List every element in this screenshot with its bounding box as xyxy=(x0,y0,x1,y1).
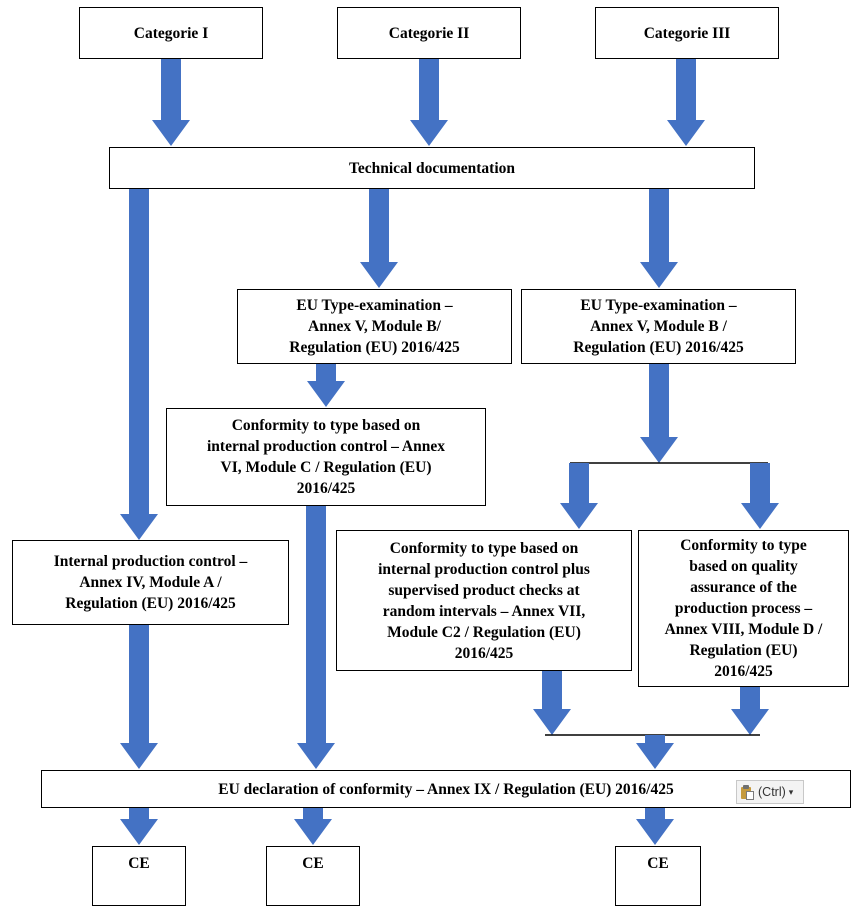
ce-mark-1-box: CE xyxy=(92,846,186,906)
box-text-line: Regulation (EU) 2016/425 xyxy=(289,339,460,356)
box-text-line: Conformity to type xyxy=(680,537,807,554)
arrow-split-to-d xyxy=(741,463,779,529)
arrow-declaration-to-ce1 xyxy=(120,808,158,845)
arrow-merge-to-declaration xyxy=(636,735,674,769)
category-2-box: Categorie II xyxy=(337,7,521,59)
box-text-line: Regulation (EU) xyxy=(689,642,798,659)
ce-mark-1-label: CE xyxy=(128,855,150,872)
eu-type-examination-cat3-text: EU Type-examination – Annex V, Module B /… xyxy=(573,295,744,358)
box-text-line: Annex V, Module B / xyxy=(590,318,727,335)
conformity-module-c2-box: Conformity to type based on internal prod… xyxy=(336,530,632,671)
eu-type-examination-cat2-text: EU Type-examination – Annex V, Module B/R… xyxy=(289,295,460,358)
box-text-line: Conformity to type based on xyxy=(389,539,579,557)
eu-type-examination-cat3-box: EU Type-examination – Annex V, Module B /… xyxy=(521,289,796,364)
arrow-c2-down xyxy=(533,671,571,735)
box-text-line: Regulation (EU) 2016/425 xyxy=(573,339,744,356)
box-text-line: VI, Module C / Regulation (EU) xyxy=(220,459,432,476)
arrow-module-c-to-declaration xyxy=(297,506,335,769)
category-1-label: Categorie I xyxy=(133,24,209,42)
box-text-line: production process – xyxy=(674,600,813,617)
arrow-type-exam-to-module-c xyxy=(307,364,345,407)
box-text-line: internal production control – Annex xyxy=(207,438,445,455)
eu-declaration-label: EU declaration of conformity – Annex IX … xyxy=(218,780,674,798)
arrow-split-to-c2 xyxy=(560,463,598,529)
ce-mark-2-box: CE xyxy=(266,846,360,906)
arrow-d-down xyxy=(731,687,769,735)
chevron-down-icon: ▾ xyxy=(788,786,794,797)
ce-mark-2-label: CE xyxy=(302,855,324,872)
arrow-cat3-to-techdoc xyxy=(667,59,705,146)
eu-declaration-box: EU declaration of conformity – Annex IX … xyxy=(41,770,851,808)
box-text-line: random intervals – Annex VII, xyxy=(382,602,586,620)
ce-mark-3-label: CE xyxy=(647,855,669,872)
box-text-line: internal production control plus xyxy=(378,560,590,578)
box-text-line: based on quality xyxy=(689,558,798,575)
box-text-line: EU Type-examination – xyxy=(580,297,737,314)
arrow-declaration-to-ce3 xyxy=(636,808,674,845)
box-text-line: assurance of the xyxy=(690,579,797,596)
internal-production-control-text: Internal production control – Annex IV, M… xyxy=(54,551,248,614)
category-3-label: Categorie III xyxy=(643,24,731,42)
box-text-line: 2016/425 xyxy=(454,644,514,662)
ce-mark-3-box: CE xyxy=(615,846,701,906)
arrow-techdoc-to-type-exam-2 xyxy=(360,189,398,288)
arrow-cat2-to-techdoc xyxy=(410,59,448,146)
box-text-line: Conformity to type based on xyxy=(231,417,421,434)
conformity-module-c2-text: Conformity to type based on internal prod… xyxy=(378,538,590,664)
conformity-module-d-text: Conformity to type based on quality assura… xyxy=(665,535,823,682)
technical-documentation-box: Technical documentation xyxy=(109,147,755,189)
arrow-module-a-to-declaration xyxy=(120,625,158,769)
conformity-module-c-text: Conformity to type based on internal prod… xyxy=(207,415,445,499)
category-2-label: Categorie II xyxy=(388,24,470,42)
box-text-line: Internal production control – xyxy=(53,553,248,570)
box-text-line: Annex IV, Module A / xyxy=(79,574,222,591)
arrow-cat1-to-techdoc xyxy=(152,59,190,146)
internal-production-control-box: Internal production control – Annex IV, M… xyxy=(12,540,289,625)
category-1-box: Categorie I xyxy=(79,7,263,59)
box-text-line: 2016/425 xyxy=(296,480,356,497)
conformity-module-c-box: Conformity to type based on internal prod… xyxy=(166,408,486,506)
arrow-techdoc-to-type-exam-3 xyxy=(640,189,678,288)
technical-documentation-label: Technical documentation xyxy=(348,159,516,177)
box-text-line: Regulation (EU) 2016/425 xyxy=(65,595,236,612)
eu-type-examination-cat2-box: EU Type-examination – Annex V, Module B/R… xyxy=(237,289,512,364)
clipboard-icon xyxy=(741,784,755,800)
box-text-line: supervised product checks at xyxy=(388,581,580,599)
box-text-line: Annex VIII, Module D / xyxy=(664,621,823,638)
paste-options-button[interactable]: (Ctrl) ▾ xyxy=(736,780,804,804)
paste-options-label: (Ctrl) xyxy=(758,785,786,799)
arrow-declaration-to-ce2 xyxy=(294,808,332,845)
category-3-box: Categorie III xyxy=(595,7,779,59)
box-text-line: 2016/425 xyxy=(714,663,773,680)
conformity-module-d-box: Conformity to type based on quality assura… xyxy=(638,530,849,687)
box-text-line: EU Type-examination – xyxy=(296,297,453,314)
box-text-line: Module C2 / Regulation (EU) xyxy=(387,623,581,641)
box-text-line: Annex V, Module B/ xyxy=(308,318,441,335)
arrow-techdoc-to-module-a xyxy=(120,189,158,540)
arrow-type-exam-3-to-split xyxy=(640,364,678,463)
